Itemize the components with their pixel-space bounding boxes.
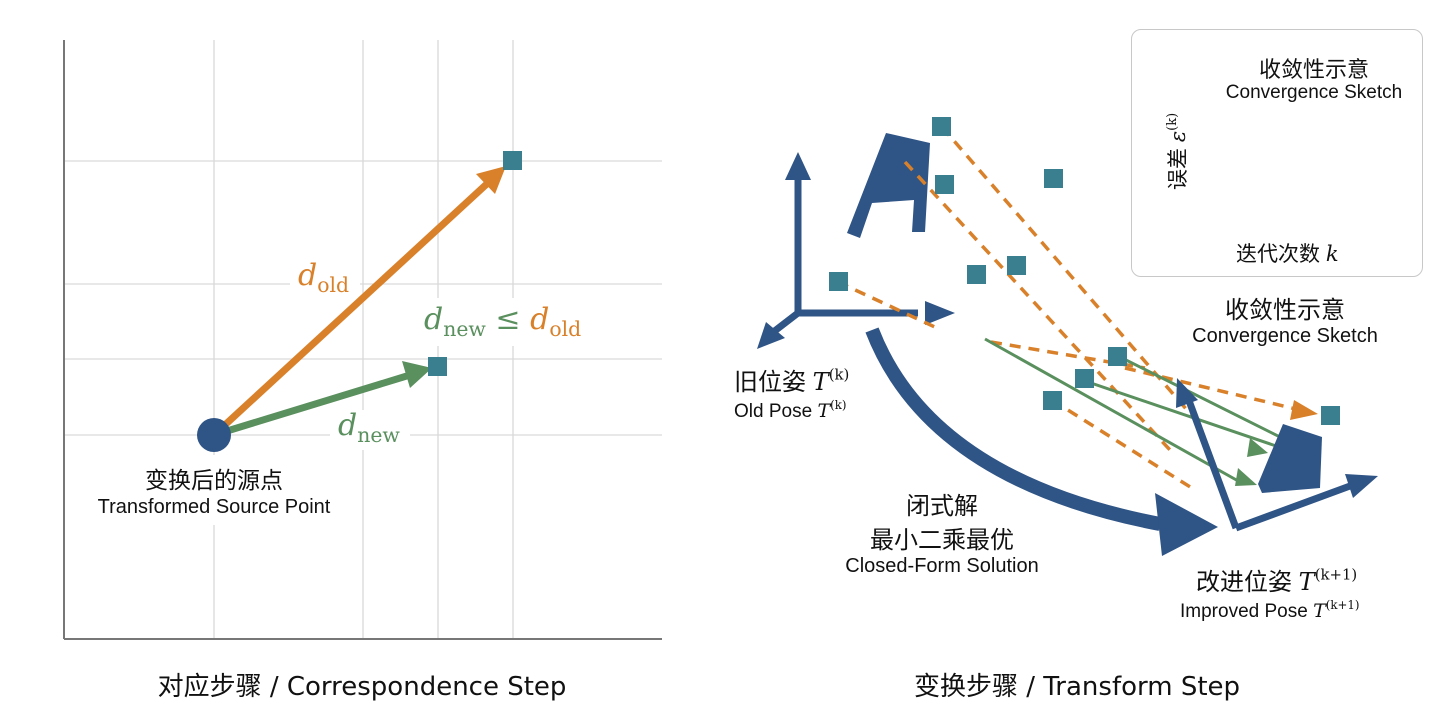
d-new-arrow <box>212 361 432 439</box>
inset-xlabel: 迭代次数 k <box>1236 242 1339 266</box>
old-pose-frame <box>757 152 955 349</box>
inset-ylabel: 误差 ε(k) <box>1164 112 1190 190</box>
solution-line3: Closed-Form Solution <box>845 555 1039 577</box>
inset-title-cn: 收敛性示意 <box>1258 58 1370 83</box>
source-point-label-en: Transformed Source Point <box>97 496 331 518</box>
old-pose-label-en: Old Pose T(k) <box>734 398 847 423</box>
inequality-label: dnew ≤ dold <box>424 302 582 342</box>
new-correspondence-arrows <box>984 337 1301 484</box>
point-cloud <box>829 117 1340 425</box>
old-pose-shape <box>847 133 930 238</box>
right-panel-caption: 变换步骤 / Transform Step <box>913 672 1241 702</box>
left-panel-caption: 对应步骤 / Correspondence Step <box>157 672 567 702</box>
inset-title-en: Convergence Sketch <box>1225 82 1403 103</box>
transform-curved-arrow <box>865 327 1218 556</box>
solution-line1: 闭式解 <box>906 492 978 520</box>
convergence-label-en: Convergence Sketch <box>1192 325 1378 347</box>
improved-pose-label-en: Improved Pose T(k+1) <box>1180 598 1360 623</box>
improved-pose-shape <box>1258 424 1322 493</box>
d-old-arrow <box>211 166 506 438</box>
improved-pose-frame <box>1176 378 1378 532</box>
old-pose-label-cn: 旧位姿 T(k) <box>734 365 850 396</box>
source-point-label-cn: 变换后的源点 <box>145 468 283 494</box>
solution-line2: 最小二乘最优 <box>870 526 1014 554</box>
convergence-label-cn: 收敛性示意 <box>1225 296 1345 324</box>
target-point-new <box>428 357 447 376</box>
d-new-label: dnew <box>338 408 400 448</box>
convergence-inset <box>1131 29 1423 277</box>
target-point-old <box>503 151 522 170</box>
source-point <box>197 418 231 452</box>
improved-pose-label-cn: 改进位姿 T(k+1) <box>1196 565 1358 596</box>
d-old-label: dold <box>298 258 350 298</box>
left-axes <box>63 40 662 640</box>
dashed-arrow-to-target <box>1124 366 1318 420</box>
